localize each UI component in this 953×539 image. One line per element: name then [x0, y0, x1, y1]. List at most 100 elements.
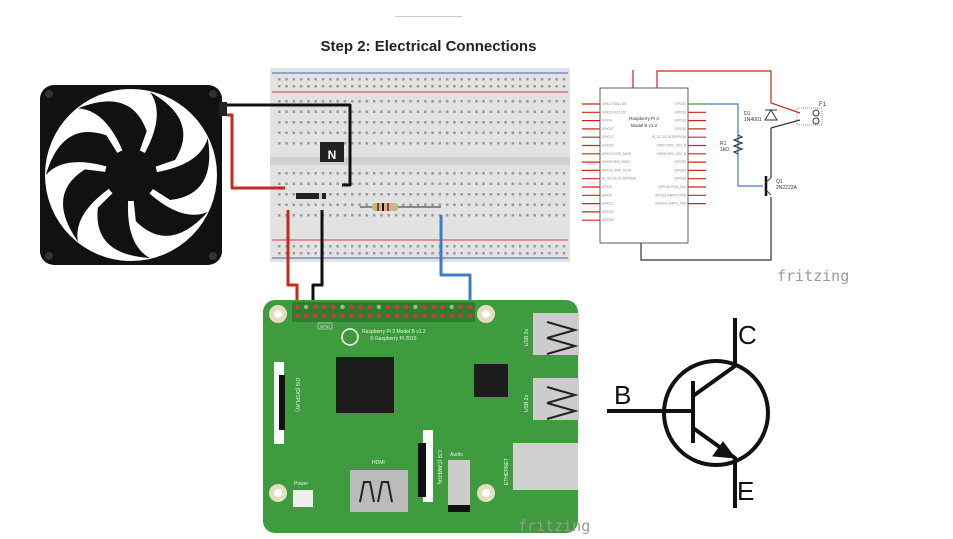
- breadboard-hole: [394, 85, 398, 88]
- audio-label: Audio: [450, 452, 463, 458]
- gpio-pin: [358, 313, 363, 319]
- breadboard-hole: [314, 203, 317, 206]
- breadboard-hole: [489, 85, 493, 88]
- breadboard-hole: [424, 100, 427, 103]
- breadboard-hole: [475, 193, 478, 196]
- breadboard-hole: [314, 78, 317, 81]
- breadboard-hole: [453, 203, 456, 206]
- breadboard-hole: [336, 252, 339, 255]
- pin-label: GPIO26: [602, 218, 614, 222]
- breadboard-hole: [307, 142, 310, 145]
- ethernet-label: ETHERNET: [504, 458, 510, 485]
- breadboard-hole: [540, 193, 544, 196]
- breadboard-hole: [314, 182, 317, 185]
- breadboard-hole: [504, 203, 507, 206]
- fan-blade: [63, 169, 131, 242]
- breadboard-hole: [299, 172, 303, 175]
- breadboard-hole: [518, 172, 522, 175]
- gpio-pin: [422, 304, 427, 310]
- breadboard-hole: [511, 214, 515, 217]
- breadboard-hole: [518, 193, 522, 196]
- breadboard-hole: [380, 100, 383, 103]
- breadboard-hole: [482, 214, 485, 217]
- breadboard-hole: [299, 245, 303, 248]
- breadboard-hole: [380, 193, 383, 196]
- chip-model: Model B v1.2: [631, 123, 658, 128]
- power-label: Power: [294, 481, 309, 487]
- pin-label: GPIO4: [602, 119, 612, 123]
- gpio-pin: [449, 313, 454, 319]
- breadboard-hole: [409, 142, 412, 145]
- breadboard-hole: [343, 78, 347, 81]
- breadboard-hole: [482, 203, 485, 206]
- breadboard-hole: [489, 172, 493, 175]
- breadboard-hole: [548, 142, 551, 145]
- breadboard-hole: [321, 100, 325, 103]
- breadboard-hole: [482, 142, 485, 145]
- gpio-pin: [467, 304, 473, 310]
- breadboard-hole: [402, 131, 405, 134]
- breadboard-hole: [526, 110, 529, 113]
- breadboard-hole: [562, 100, 566, 103]
- breadboard-hole: [292, 193, 296, 196]
- breadboard-hole: [299, 121, 303, 124]
- breadboard-hole: [358, 182, 361, 185]
- copyright-label: © Raspberry Pi 2015: [370, 335, 417, 342]
- gpio-pin: [349, 313, 354, 319]
- breadboard-hole: [540, 142, 544, 145]
- breadboard-hole: [351, 252, 354, 255]
- breadboard-hole: [307, 100, 310, 103]
- gpio-pin: [404, 313, 409, 319]
- breadboard-hole: [533, 214, 536, 217]
- breadboard-hole: [409, 131, 412, 134]
- diode-ref: D1: [744, 111, 751, 117]
- breadboard-hole: [467, 121, 471, 124]
- pin-label: GPIO13: [602, 202, 614, 206]
- breadboard-hole: [445, 203, 449, 206]
- chip-name: Raspberry Pi 3: [629, 116, 659, 121]
- breadboard-hole: [453, 100, 456, 103]
- gpio-pin: [440, 313, 445, 319]
- breadboard-hole: [548, 110, 551, 113]
- breadboard-hole: [416, 142, 420, 145]
- breadboard-hole: [445, 142, 449, 145]
- breadboard-hole: [336, 121, 339, 124]
- fritzing-watermark-rpi: fritzing: [518, 517, 590, 535]
- breadboard-hole: [329, 203, 332, 206]
- breadboard-hole: [526, 172, 529, 175]
- gpio-pin: [431, 313, 436, 319]
- breadboard-hole: [278, 131, 281, 134]
- breadboard-hole: [548, 100, 551, 103]
- breadboard-hole: [489, 203, 493, 206]
- breadboard-hole: [372, 85, 376, 88]
- breadboard-hole: [365, 100, 369, 103]
- breadboard-hole: [402, 193, 405, 196]
- breadboard-hole: [460, 100, 463, 103]
- breadboard-hole: [387, 172, 390, 175]
- breadboard-hole: [402, 100, 405, 103]
- breadboard-hole: [394, 110, 398, 113]
- breadboard-hole: [526, 252, 529, 255]
- breadboard-hole: [424, 85, 427, 88]
- breadboard-hole: [343, 100, 347, 103]
- breadboard-hole: [387, 142, 390, 145]
- breadboard-hole: [518, 85, 522, 88]
- breadboard-hole: [438, 85, 442, 88]
- gpio-pin: [331, 313, 336, 319]
- breadboard-hole: [285, 85, 288, 88]
- transistor-ref: Q1: [776, 179, 783, 185]
- breadboard-hole: [489, 182, 493, 185]
- breadboard-hole: [372, 193, 376, 196]
- breadboard-hole: [416, 193, 420, 196]
- breadboard-hole: [497, 182, 500, 185]
- breadboard-hole: [518, 214, 522, 217]
- breadboard-hole: [445, 182, 449, 185]
- breadboard-hole: [504, 85, 507, 88]
- breadboard-hole: [548, 252, 551, 255]
- hdmi-label: HDMI: [372, 460, 385, 466]
- breadboard-hole: [314, 131, 317, 134]
- breadboard-hole: [467, 193, 471, 196]
- breadboard-hole: [497, 131, 500, 134]
- breadboard-hole: [380, 110, 383, 113]
- breadboard-hole: [387, 100, 390, 103]
